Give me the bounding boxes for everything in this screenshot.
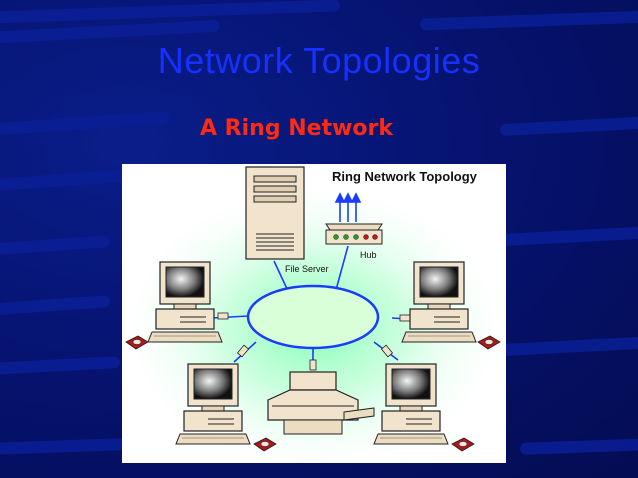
printer	[267, 371, 375, 435]
background-stripe	[0, 356, 121, 376]
background-stripe	[419, 9, 638, 31]
diagram-title: Ring Network Topology	[332, 169, 478, 184]
background-stripe	[0, 169, 131, 193]
background-stripe	[499, 115, 638, 137]
connectors	[217, 312, 411, 371]
background-stripe	[499, 225, 638, 247]
file-server	[245, 166, 305, 260]
background-stripe	[519, 437, 638, 455]
background-stripe	[499, 335, 638, 357]
hub-arrows	[334, 192, 362, 222]
ring-bus	[246, 284, 380, 350]
file-server-label: File Server	[285, 264, 329, 274]
mouse-icon	[451, 437, 475, 452]
ring-network-diagram: Ring Network Topology File Server	[122, 164, 506, 463]
slide-subtitle: A Ring Network	[200, 116, 394, 141]
hub-device	[325, 223, 383, 245]
slide-title: Network Topologies	[157, 40, 481, 81]
hub-label: Hub	[360, 250, 377, 260]
background-stripe	[0, 295, 111, 317]
background-stripe	[0, 111, 171, 137]
background-stripe	[0, 0, 341, 25]
background-stripe	[0, 235, 111, 257]
